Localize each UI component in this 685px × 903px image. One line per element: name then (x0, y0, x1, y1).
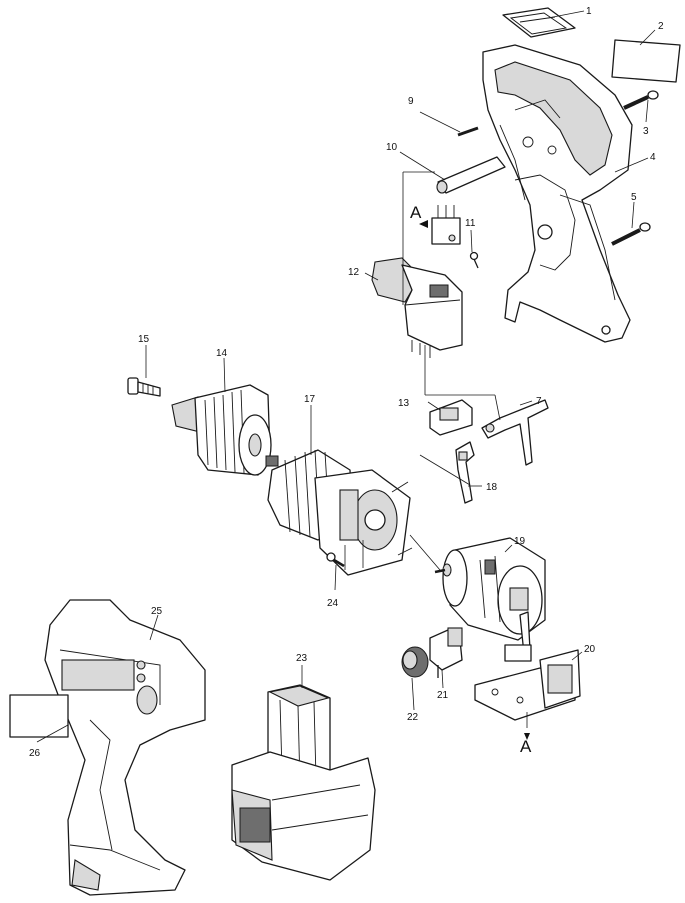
leader-lines (36, 10, 656, 743)
part-22-cap (401, 646, 429, 678)
callout-23: 23 (296, 653, 308, 664)
callout-26: 26 (29, 748, 41, 759)
reference-mark-a-bottom: A (520, 737, 532, 756)
part-15-screw (127, 377, 161, 397)
callout-21: 21 (437, 690, 449, 701)
part-14-drill-chuck (171, 384, 279, 476)
callout-11: 11 (465, 218, 476, 229)
reference-mark-a-top: A (410, 203, 422, 222)
part-1-badge-plate (502, 7, 576, 38)
callout-5: 5 (631, 192, 637, 203)
callout-4: 4 (650, 152, 656, 163)
callout-7: 7 (536, 396, 542, 407)
part-18-terminal (455, 441, 475, 504)
part-19-motor (434, 537, 546, 662)
callout-12: 12 (348, 267, 360, 278)
callout-13: 13 (398, 398, 410, 409)
part-21-switch (429, 627, 463, 678)
part-9-pin (457, 126, 479, 137)
part-11-screw (469, 251, 479, 269)
callout-2: 2 (658, 21, 664, 32)
callout-25: 25 (151, 606, 163, 617)
callout-24: 24 (327, 598, 339, 609)
part-24-screw (326, 552, 345, 568)
callout-19: 19 (514, 536, 526, 547)
reference-arrow-a (419, 220, 428, 228)
part-20-circuit-board (474, 649, 581, 721)
part-10-bar (436, 156, 506, 194)
callout-10: 10 (386, 142, 398, 153)
callout-20: 20 (584, 644, 596, 655)
callout-14: 14 (216, 348, 228, 359)
callout-22: 22 (407, 712, 419, 723)
part-13-brush-holder (429, 399, 473, 436)
part-4-housing-half (482, 44, 633, 343)
part-2-label-sticker (611, 39, 681, 83)
part-26-label-sticker (9, 694, 69, 738)
part-17-gear-assembly (267, 449, 413, 576)
part-25-main-housing (44, 599, 206, 896)
callout-18: 18 (486, 482, 498, 493)
part-3-screw (623, 90, 659, 110)
part-12-trigger-switch (371, 257, 463, 358)
callout-3: 3 (643, 126, 649, 137)
callout-1: 1 (586, 6, 592, 17)
part-7-bracket (481, 399, 549, 466)
part-5-screw (611, 222, 651, 246)
callout-9: 9 (408, 96, 414, 107)
reverse-switch-block (431, 205, 461, 245)
part-23-battery-pack (231, 684, 376, 881)
callout-17: 17 (304, 394, 316, 405)
callout-15: 15 (138, 334, 150, 345)
callout-labels: 1 2 3 4 5 7 9 10 11 12 13 14 15 17 18 19… (29, 6, 664, 759)
